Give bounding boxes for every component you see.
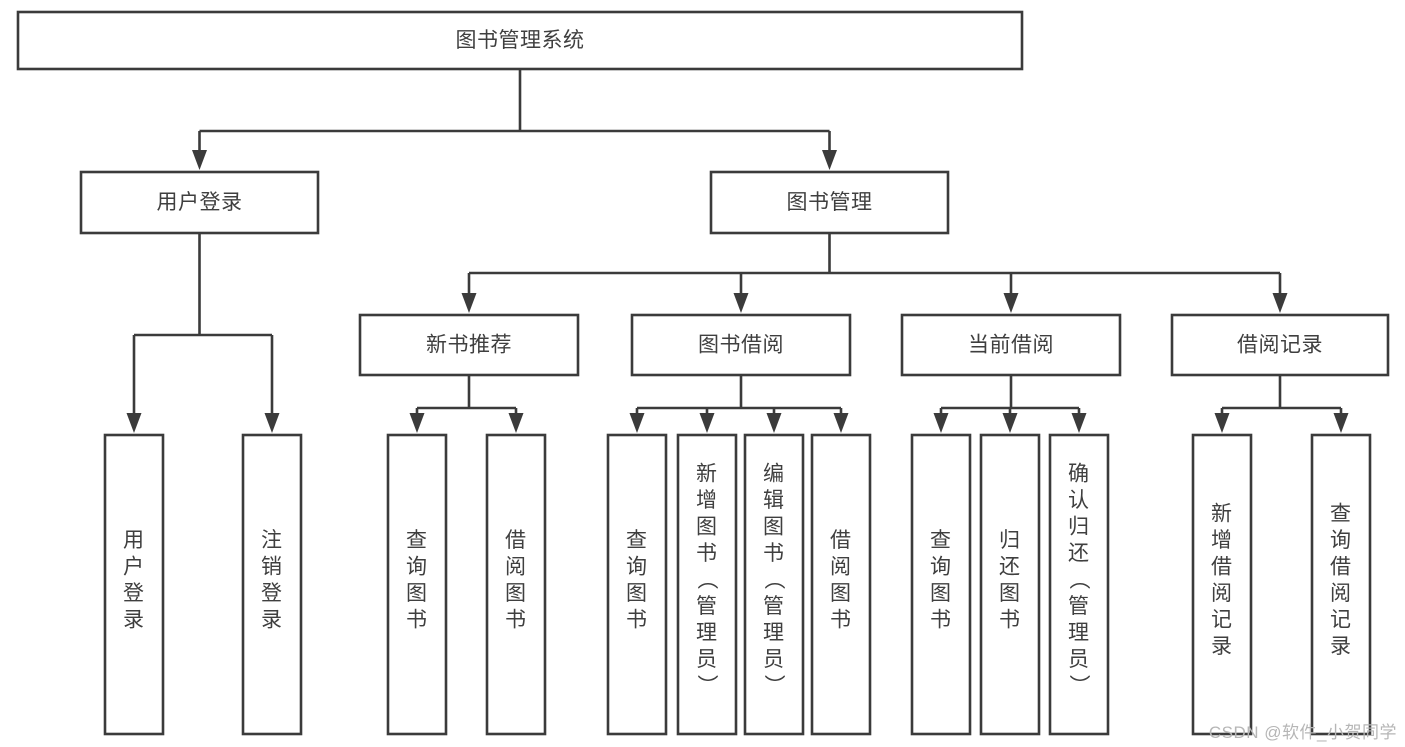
node-box[interactable] [16, 10, 1024, 71]
arrow-head-icon [933, 413, 949, 433]
connector-group-borrow-to-leaves [629, 375, 849, 433]
node-leaf-借阅图书[interactable]: 借阅图书 [810, 433, 872, 736]
arrow-head-icon [1003, 293, 1019, 313]
node-l3-借阅记录[interactable]: 借阅记录 [1170, 313, 1390, 377]
node-label: 注销登录 [261, 529, 283, 632]
node-box[interactable] [386, 433, 448, 736]
arrow-head-icon [766, 413, 782, 433]
arrow-head-icon [126, 413, 142, 433]
arrow-head-icon [629, 413, 645, 433]
node-leaf-用户登录[interactable]: 用户登录 [103, 433, 165, 736]
node-label: 图书管理系统 [456, 29, 585, 52]
node-box[interactable] [606, 433, 668, 736]
connector-group-current-to-leaves [933, 375, 1087, 433]
arrow-head-icon [1214, 413, 1230, 433]
node-leaf-新增借阅记录[interactable]: 新增借阅记录 [1191, 433, 1253, 736]
node-leaf-查询图书[interactable]: 查询图书 [386, 433, 448, 736]
arrow-head-icon [264, 413, 280, 433]
arrow-head-icon [822, 150, 837, 170]
arrow-head-icon [1333, 413, 1349, 433]
node-box[interactable] [1310, 433, 1372, 736]
connector-group-bookmgmt-to-level3 [461, 233, 1288, 313]
node-label: 新书推荐 [426, 334, 512, 357]
node-box[interactable] [1191, 433, 1253, 736]
node-label: 用户登录 [123, 529, 145, 632]
node-box[interactable] [910, 433, 972, 736]
arrow-head-icon [1002, 413, 1018, 433]
node-box[interactable] [900, 313, 1122, 377]
node-label: 图书借阅 [698, 334, 784, 357]
node-box[interactable] [810, 433, 872, 736]
node-label: 借阅图书 [830, 529, 852, 632]
node-leaf-借阅图书[interactable]: 借阅图书 [485, 433, 547, 736]
node-label: 查询借阅记录 [1330, 502, 1352, 658]
arrow-head-icon [461, 293, 477, 313]
arrow-head-icon [192, 150, 207, 170]
arrow-head-icon [1272, 293, 1288, 313]
node-label: 查询图书 [406, 529, 428, 632]
node-layer: 图书管理系统用户登录图书管理新书推荐图书借阅当前借阅借阅记录用户登录注销登录查询… [16, 10, 1390, 736]
node-leaf-确认归还管理员[interactable]: 确认归还（管理员） [1048, 433, 1110, 736]
node-l3-新书推荐[interactable]: 新书推荐 [358, 313, 580, 377]
node-leaf-编辑图书管理员[interactable]: 编辑图书（管理员） [743, 433, 805, 736]
node-box[interactable] [358, 313, 580, 377]
connector-group-userlogin-to-leaves [126, 233, 280, 433]
node-box[interactable] [979, 433, 1041, 736]
node-leaf-查询借阅记录[interactable]: 查询借阅记录 [1310, 433, 1372, 736]
arrow-head-icon [733, 293, 749, 313]
node-l3-图书借阅[interactable]: 图书借阅 [630, 313, 852, 377]
node-box[interactable] [676, 433, 738, 736]
node-label: 确认归还（管理员） [1068, 463, 1091, 698]
node-label: 编辑图书（管理员） [763, 463, 786, 698]
node-box[interactable] [1170, 313, 1390, 377]
node-leaf-查询图书[interactable]: 查询图书 [910, 433, 972, 736]
node-box[interactable] [103, 433, 165, 736]
node-label: 归还图书 [999, 529, 1021, 632]
node-leaf-归还图书[interactable]: 归还图书 [979, 433, 1041, 736]
arrow-head-icon [508, 413, 524, 433]
node-box[interactable] [630, 313, 852, 377]
node-label: 查询图书 [930, 529, 952, 632]
node-label: 用户登录 [157, 191, 243, 214]
node-label: 新增图书（管理员） [696, 463, 719, 698]
arrow-head-icon [699, 413, 715, 433]
arrow-head-icon [833, 413, 849, 433]
node-leaf-注销登录[interactable]: 注销登录 [241, 433, 303, 736]
node-label: 借阅图书 [505, 529, 527, 632]
node-label: 新增借阅记录 [1211, 502, 1233, 658]
node-leaf-查询图书[interactable]: 查询图书 [606, 433, 668, 736]
node-leaf-新增图书管理员[interactable]: 新增图书（管理员） [676, 433, 738, 736]
arrow-head-icon [1071, 413, 1087, 433]
node-l2-图书管理[interactable]: 图书管理 [709, 170, 950, 235]
csdn-watermark: CSDN @软件_小贺同学 [1208, 723, 1397, 742]
node-label: 查询图书 [626, 529, 648, 632]
node-label: 当前借阅 [968, 334, 1054, 357]
node-box[interactable] [1048, 433, 1110, 736]
node-l2-用户登录[interactable]: 用户登录 [79, 170, 320, 235]
node-box[interactable] [709, 170, 950, 235]
node-l3-当前借阅[interactable]: 当前借阅 [900, 313, 1122, 377]
connector-group-record-to-leaves [1214, 375, 1349, 433]
node-label: 借阅记录 [1237, 334, 1323, 357]
node-box[interactable] [485, 433, 547, 736]
connector-group-newbook-to-leaves [409, 375, 524, 433]
node-box[interactable] [79, 170, 320, 235]
connector-layer [126, 69, 1349, 433]
node-box[interactable] [743, 433, 805, 736]
connector-group-root-to-level2 [192, 69, 837, 170]
node-box[interactable] [241, 433, 303, 736]
arrow-head-icon [409, 413, 425, 433]
node-label: 图书管理 [787, 191, 873, 214]
node-root-图书管理系统[interactable]: 图书管理系统 [16, 10, 1024, 71]
